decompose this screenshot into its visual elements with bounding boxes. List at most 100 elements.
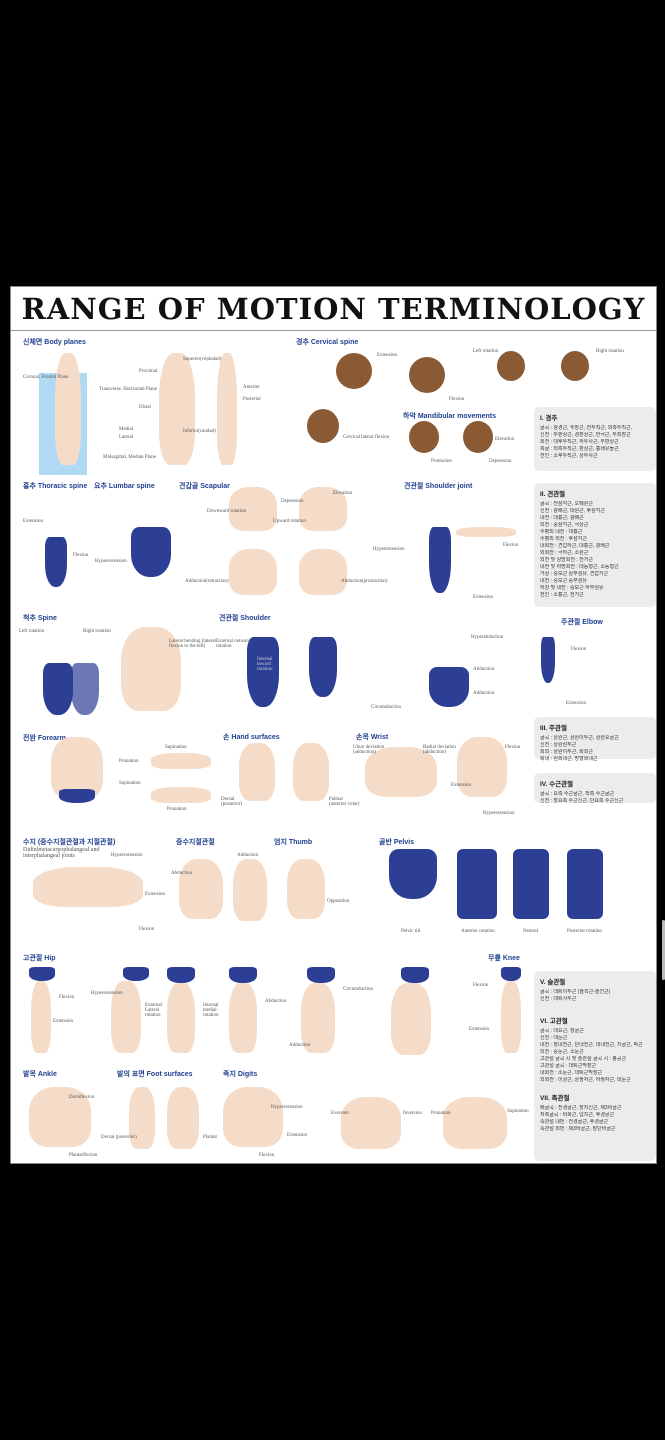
figure-shorts bbox=[59, 789, 95, 803]
figure-swimsuit bbox=[29, 967, 55, 981]
label: Elevation bbox=[495, 437, 515, 442]
box-line: 외전 및 상방회전 : 전거근 bbox=[540, 557, 593, 563]
box-line: 족관절 내번 : 전경골근, 후경골근 bbox=[540, 1119, 609, 1125]
label: Adduction bbox=[289, 1043, 311, 1048]
label: Midsagittal, Median Plane bbox=[103, 455, 156, 460]
box-line: 수평외 내전 : 대흉근 bbox=[540, 529, 583, 535]
section-body-planes: 신체면 Body planes bbox=[23, 339, 86, 346]
figure-swimsuit bbox=[309, 637, 337, 697]
label: Plantar bbox=[203, 1135, 218, 1140]
label: Depression bbox=[281, 499, 304, 504]
label: Anterior rotation bbox=[461, 929, 495, 934]
label: Pronation bbox=[167, 807, 187, 812]
section-foot-surfaces: 발의 표면 Foot surfaces bbox=[117, 1071, 193, 1078]
box-title: VII. 족관절 bbox=[540, 1095, 570, 1102]
label: Cervical lateral flexion bbox=[343, 435, 390, 440]
hand-figure bbox=[33, 867, 143, 907]
label: External Lateral rotation bbox=[145, 1003, 162, 1018]
box-line: 신전 : 대둔근 bbox=[540, 1035, 568, 1041]
section-knee: 무릎 Knee bbox=[488, 955, 520, 962]
section-mcp: 중수지절관절 bbox=[176, 839, 215, 846]
label: Internal medial rotation bbox=[203, 1003, 219, 1018]
hand-figure bbox=[293, 743, 329, 801]
box-line: 신전 : 두판상근, 경판상근, 반극근, 두최장근 bbox=[540, 432, 631, 438]
label: Left rotation bbox=[473, 349, 499, 354]
leg-figure bbox=[31, 981, 51, 1053]
box-line: 굴곡 : 전삼각근, 오훼완근 bbox=[540, 501, 593, 507]
label: Palmar (anterior volar) bbox=[329, 797, 360, 807]
section-thumb: 엄지 Thumb bbox=[274, 839, 313, 846]
label: Extension bbox=[377, 353, 397, 358]
label: External outward rotation bbox=[216, 639, 251, 649]
label: Adduction(retraction) bbox=[185, 579, 229, 584]
foot-figure bbox=[129, 1087, 155, 1149]
label: Pelvic tilt bbox=[401, 929, 421, 934]
label: Ulnar deviation (adduction) bbox=[353, 745, 385, 755]
label: Proximal bbox=[139, 369, 158, 374]
box-line: 굴곡 : 대퇴이두근 (슬괵근-슬건근) bbox=[540, 989, 611, 995]
label: Flexion bbox=[139, 927, 155, 932]
box-line: 회외 : 상완이두근, 회외근 bbox=[540, 749, 593, 755]
leg-figure bbox=[301, 983, 335, 1053]
head-figure bbox=[336, 353, 372, 389]
label: Abduction(protraction) bbox=[341, 579, 388, 584]
label: Didinlmetacarpophalangeal and interphala… bbox=[23, 847, 100, 859]
figure-swimsuit bbox=[429, 527, 451, 593]
label: Inferior(caudad) bbox=[183, 429, 216, 434]
box-line: 내전 및 하방회전 : 대능형근, 소능형근 bbox=[540, 564, 619, 570]
scrollbar[interactable] bbox=[662, 920, 665, 980]
figure-swimsuit bbox=[71, 663, 99, 715]
figure-swimsuit bbox=[167, 967, 195, 983]
label: Flexion bbox=[505, 745, 521, 750]
label: Abduction bbox=[265, 999, 287, 1004]
label: Flexion bbox=[259, 1153, 275, 1158]
label: Upward rotation bbox=[273, 519, 306, 524]
section-hip: 고관절 Hip bbox=[23, 955, 56, 962]
label: Flexion bbox=[59, 995, 75, 1000]
box-line: 외전 : 중둔근, 소둔근 bbox=[540, 1049, 584, 1055]
pelvis-figure bbox=[513, 849, 549, 919]
back-figure bbox=[229, 549, 277, 595]
label: Dorsal (posterior) bbox=[101, 1135, 137, 1140]
label: Transverse, Horizontal Plane bbox=[99, 387, 157, 392]
label: Hyperextension bbox=[95, 559, 127, 564]
foot-figure bbox=[167, 1087, 199, 1149]
label: Hyperextension bbox=[271, 1105, 303, 1110]
label: Extension bbox=[451, 783, 471, 788]
back-figure bbox=[121, 627, 181, 711]
figure-swimsuit bbox=[307, 967, 335, 983]
box-line: 전인 : 소후두직근, 상두사근 bbox=[540, 453, 598, 459]
figure-swimsuit bbox=[43, 663, 73, 715]
pelvis-figure bbox=[567, 849, 603, 919]
box-line: 족관절 외번 : 제3비골근, 장단비골근 bbox=[540, 1126, 616, 1132]
label: Supination bbox=[119, 781, 141, 786]
label: Supination bbox=[165, 745, 187, 750]
figure-swimsuit bbox=[123, 967, 149, 981]
section-cervical-spine: 경추 Cervical spine bbox=[296, 339, 359, 346]
head-figure bbox=[307, 409, 339, 443]
box-line: 신전 : 광배근, 대원근, 후삼각근 bbox=[540, 508, 605, 514]
label: Anterior bbox=[243, 385, 260, 390]
label: Inversion bbox=[403, 1111, 422, 1116]
forearm-figure bbox=[151, 787, 211, 803]
leg-figure bbox=[111, 981, 141, 1053]
label: Adduction bbox=[237, 853, 259, 858]
section-forearm: 전완 Forearm bbox=[23, 735, 66, 742]
box-line: 하강 및 내전 : 승모근 하부섬유 bbox=[540, 585, 604, 591]
figure-swimsuit bbox=[401, 967, 429, 983]
label: Medial bbox=[119, 427, 134, 432]
box-line: 회전 : 대후두직근, 하두사근, 두판상근 bbox=[540, 439, 619, 445]
foot-figure bbox=[341, 1097, 401, 1149]
box-line: 외회전 : 극하근, 소원근 bbox=[540, 550, 589, 556]
label: Extension bbox=[145, 892, 165, 897]
wrist-figure bbox=[457, 737, 507, 797]
muscle-box-wrist: IV. 수근관절 굴곡 : 요측 수근굴근, 척측 수근굴근 신전 : 장요측 … bbox=[534, 773, 656, 804]
box-title: II. 견관절 bbox=[540, 491, 566, 498]
pelvis-figure bbox=[457, 849, 497, 919]
label: Left rotation bbox=[19, 629, 45, 634]
head-figure bbox=[561, 351, 589, 381]
section-pelvis: 골반 Pelvis bbox=[379, 839, 415, 846]
label: Abduction bbox=[473, 667, 495, 672]
box-line: 굴곡 : 요측 수근굴근, 척측 수근굴근 bbox=[540, 791, 615, 797]
label: Opposition bbox=[327, 899, 350, 904]
